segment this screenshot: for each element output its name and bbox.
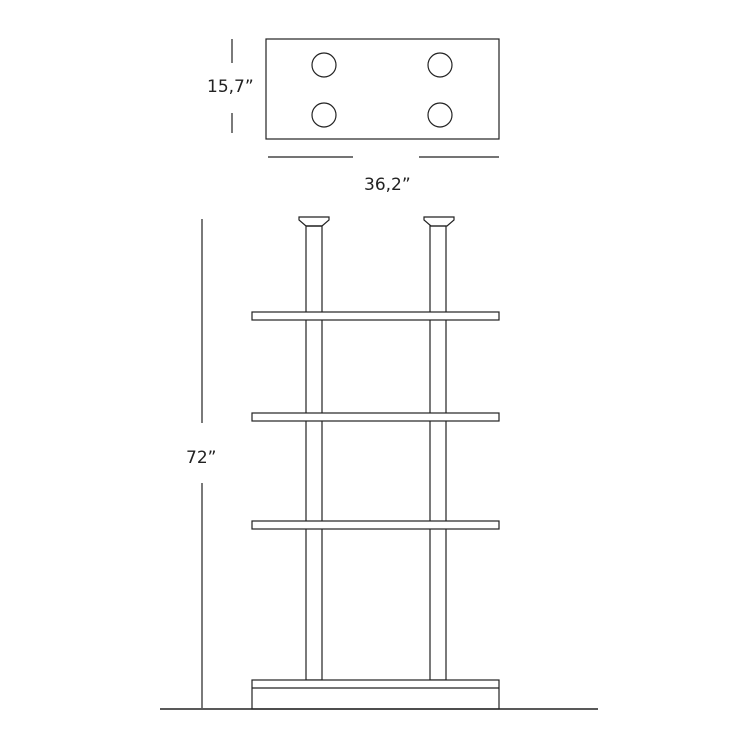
front-view — [160, 216, 598, 710]
width-label: 36,2” — [364, 175, 411, 195]
shelf-top — [251, 311, 500, 321]
top-view — [265, 38, 500, 140]
post-top-right — [427, 52, 453, 78]
shelf-bottom — [251, 520, 500, 530]
base — [251, 679, 500, 710]
post-bottom-left — [311, 102, 337, 128]
post-bottom-right — [427, 102, 453, 128]
right-post — [423, 216, 455, 681]
depth-label: 15,7” — [207, 77, 254, 97]
height-label: 72” — [186, 448, 217, 468]
shelf-middle — [251, 412, 500, 422]
left-post — [298, 216, 330, 681]
post-top-left — [311, 52, 337, 78]
top-view-outline — [265, 38, 500, 140]
